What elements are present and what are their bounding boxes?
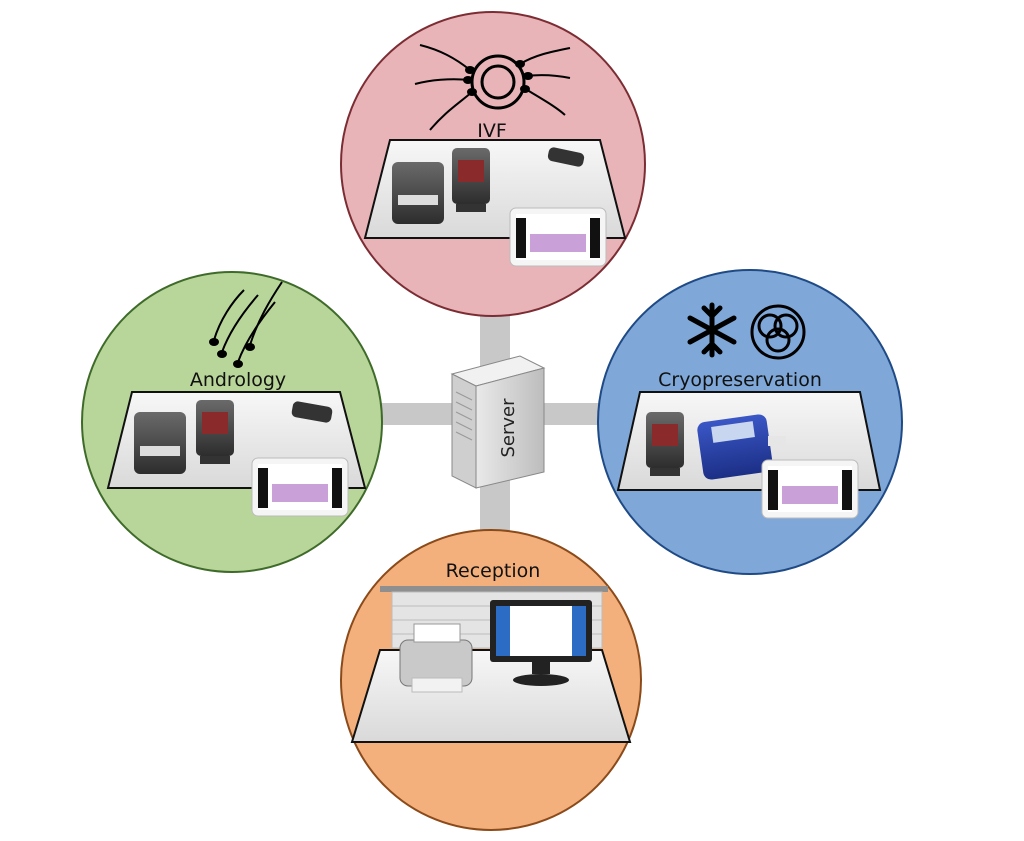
barcode-scanner-icon xyxy=(196,400,234,464)
reception-label: Reception xyxy=(446,560,541,582)
handheld-reader-icon xyxy=(291,401,333,423)
label-printer-icon xyxy=(134,412,186,474)
handheld-reader-icon xyxy=(547,147,585,167)
barcode-scanner-icon xyxy=(646,412,684,476)
printer-icon xyxy=(399,623,473,693)
cryo-straw-icon xyxy=(750,304,806,360)
cryopreservation-node: Cryopreservation xyxy=(597,269,903,575)
barcode-scanner-icon xyxy=(452,148,490,212)
andrology-label: Andrology xyxy=(190,369,286,391)
ivf-label: IVF xyxy=(477,120,507,142)
sperm-icon xyxy=(213,281,283,363)
reception-shelf-rail xyxy=(380,586,608,592)
andrology-node: Andrology xyxy=(81,271,383,573)
snowflake-icon xyxy=(687,302,737,358)
server-label: Server xyxy=(498,398,519,458)
monitor-icon xyxy=(490,600,592,686)
reception-node: Reception xyxy=(340,529,642,831)
reception-bench xyxy=(350,649,632,743)
cryopreservation-label: Cryopreservation xyxy=(658,369,822,391)
server-icon xyxy=(450,355,546,489)
label-printer-icon xyxy=(392,162,444,224)
tablet-icon xyxy=(761,459,859,519)
tablet-icon xyxy=(509,207,607,267)
server-node: Server xyxy=(450,355,546,489)
ivf-node: IVF xyxy=(340,11,646,317)
tablet-icon xyxy=(251,457,349,517)
label-maker-icon xyxy=(697,414,786,480)
